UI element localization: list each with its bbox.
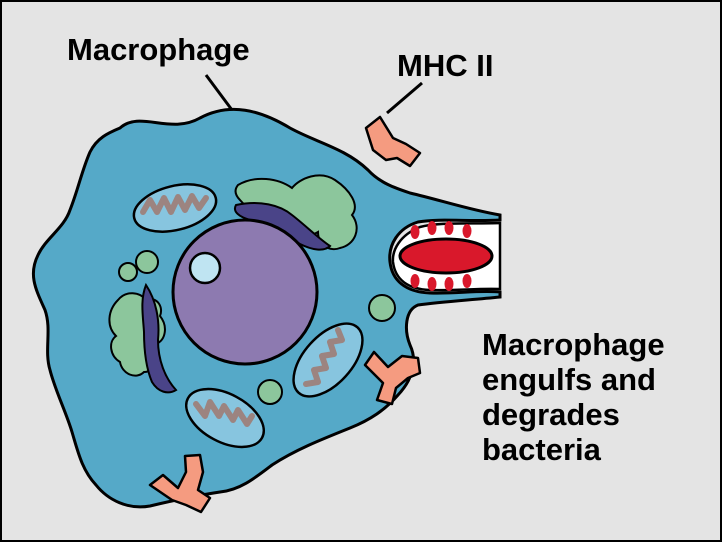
mhc-receptor-bottom <box>148 453 212 514</box>
caption-line: bacteria <box>482 432 601 467</box>
caption-line: degrades <box>482 397 620 432</box>
receptor-label: MHC II <box>397 48 494 83</box>
mhc-receptor-right <box>363 350 422 406</box>
receptor-leader-line <box>386 81 423 115</box>
nucleus <box>171 218 319 366</box>
mhc-receptor-top <box>364 115 422 168</box>
bacterial-fragments <box>410 221 472 291</box>
mitochondrion-bottom <box>184 387 266 449</box>
caption-text: Macrophage engulfs and degrades bacteria <box>482 327 665 467</box>
nucleolus <box>188 251 222 285</box>
mitochondrion-right <box>292 322 364 398</box>
rough-er-left <box>141 282 178 394</box>
caption-line: Macrophage <box>482 327 665 362</box>
mitochondrion-top-left <box>132 183 218 233</box>
cell-name-label: Macrophage <box>67 32 250 67</box>
cell-name-leader-line <box>204 74 234 111</box>
bacterium <box>398 237 494 275</box>
caption-line: engulfs and <box>482 362 656 397</box>
vesicles <box>118 250 396 405</box>
